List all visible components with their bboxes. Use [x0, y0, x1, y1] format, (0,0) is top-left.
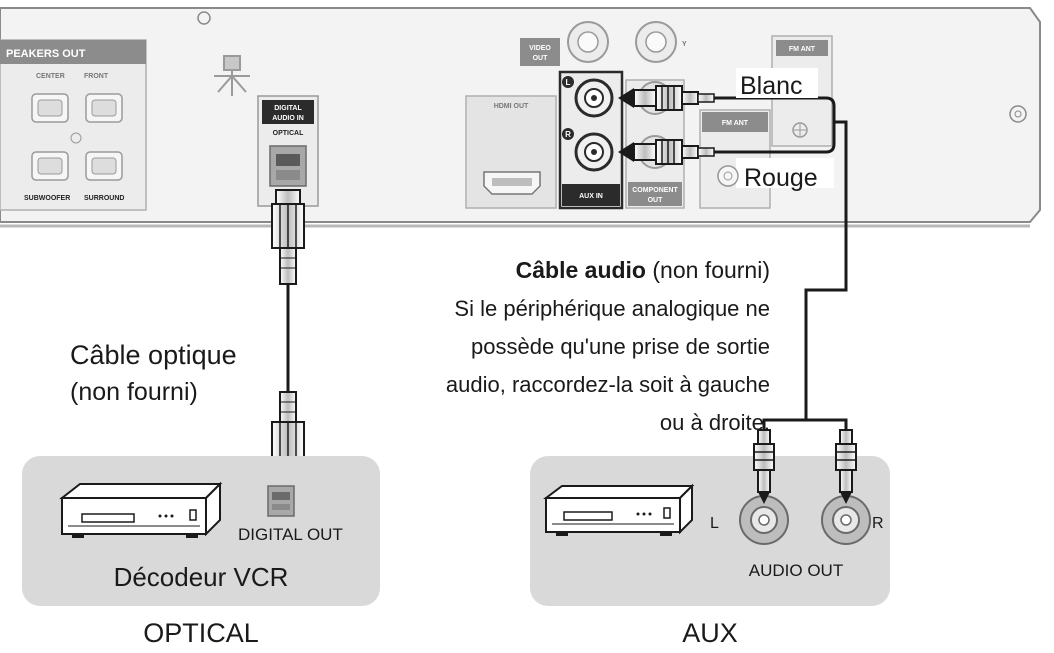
decoder-name-label: Décodeur VCR — [114, 562, 289, 592]
svg-text:Si le périphérique analogique: Si le périphérique analogique ne — [454, 296, 770, 321]
svg-text:Y: Y — [682, 41, 687, 48]
svg-text:COMPONENT: COMPONENT — [632, 187, 678, 194]
rca-plug-left-down — [753, 429, 775, 504]
optical-cable — [271, 189, 305, 477]
surround-label: SURROUND — [84, 195, 124, 202]
svg-text:VIDEO: VIDEO — [529, 45, 551, 52]
hdmi-out-port: HDMI OUT — [465, 95, 557, 209]
center-label: CENTER — [36, 73, 65, 80]
rear-panel: PEAKERS OUT CENTER FRONT SUBWOOFER SURRO… — [0, 7, 1041, 228]
blanc-label: Blanc — [740, 72, 803, 100]
front-label: FRONT — [84, 73, 109, 80]
cable-audio-note: (non fourni) — [646, 257, 770, 283]
svg-text:R: R — [565, 130, 571, 139]
svg-text:OPTICAL: OPTICAL — [273, 130, 304, 137]
aux-left-label: L — [710, 515, 719, 532]
svg-text:HDMI OUT: HDMI OUT — [494, 103, 529, 110]
analog-device-icon — [543, 483, 695, 536]
svg-text:Câble audio (non fourni): Câble audio (non fourni) — [516, 257, 770, 283]
aux-in-port: L R AUX IN — [558, 70, 624, 210]
ground-icon — [214, 55, 250, 96]
video-out-port: VIDEO OUT Y — [520, 21, 687, 66]
audio-cable — [714, 96, 848, 430]
rca-plug-red — [618, 139, 715, 165]
aux-caption: AUX — [682, 618, 738, 648]
aux-device-box: L R AUDIO OUT — [530, 456, 890, 606]
audio-out-label: AUDIO OUT — [749, 561, 843, 580]
svg-text:possède qu'une prise de sortie: possède qu'une prise de sortie — [471, 334, 770, 359]
rca-plug-right-down — [835, 429, 857, 504]
cable-audio-title: Câble audio — [516, 257, 646, 283]
rca-plug-white — [618, 85, 715, 111]
speakers-out-label: PEAKERS OUT — [6, 48, 86, 60]
rca-jack-right — [821, 495, 871, 545]
phono-jack-icon — [717, 165, 739, 187]
decoder-device-icon — [59, 481, 223, 538]
svg-text:ou à droite.: ou à droite. — [660, 410, 770, 435]
svg-text:DIGITAL: DIGITAL — [274, 105, 302, 112]
svg-text:audio, raccordez-la soit à gau: audio, raccordez-la soit à gauche — [446, 372, 770, 397]
speakers-out-section: PEAKERS OUT CENTER FRONT SUBWOOFER SURRO… — [0, 39, 147, 211]
svg-text:OUT: OUT — [533, 55, 549, 62]
digital-audio-in-port: DIGITAL AUDIO IN OPTICAL — [257, 95, 319, 207]
optical-caption: OPTICAL — [143, 618, 259, 648]
digital-out-port — [267, 485, 295, 517]
svg-text:OUT: OUT — [648, 197, 664, 204]
screw-icon — [1009, 105, 1027, 123]
digital-out-label: DIGITAL OUT — [238, 525, 343, 544]
aux-in-label: AUX IN — [579, 193, 603, 200]
aux-right-label: R — [872, 515, 884, 532]
svg-text:FM ANT: FM ANT — [789, 46, 816, 53]
cable-optique-label: Câble optique — [70, 340, 237, 370]
optical-device-box: DIGITAL OUT Décodeur VCR — [22, 456, 380, 606]
audio-cable-description: Câble audio (non fourni) Si le périphéri… — [446, 257, 770, 435]
svg-text:L: L — [566, 78, 571, 87]
svg-text:FM ANT: FM ANT — [722, 120, 749, 127]
rca-jack-left — [739, 495, 789, 545]
rouge-label: Rouge — [744, 164, 818, 192]
subwoofer-label: SUBWOOFER — [24, 195, 70, 202]
svg-text:AUDIO IN: AUDIO IN — [272, 115, 304, 122]
screw-icon — [197, 11, 211, 25]
cable-optique-note: (non fourni) — [70, 378, 198, 406]
